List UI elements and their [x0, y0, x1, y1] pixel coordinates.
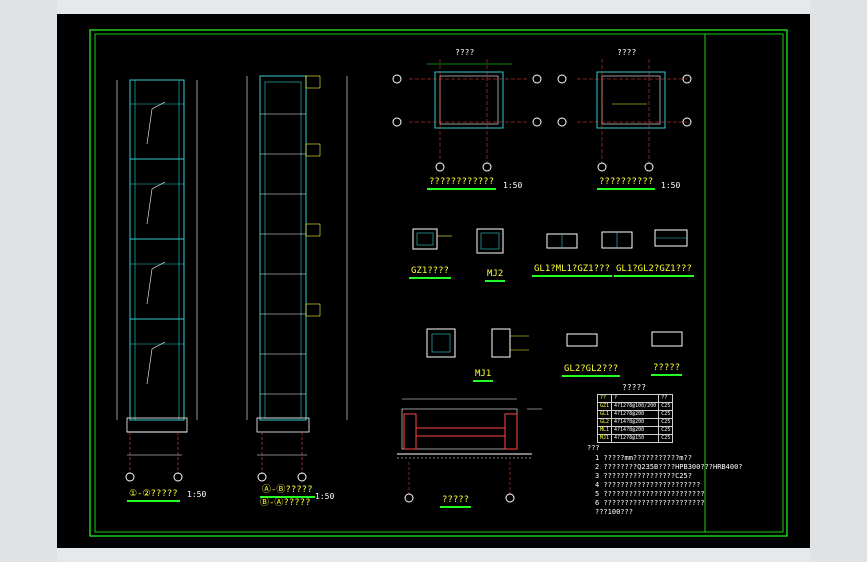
elev-right-title-2: Ⓑ-Ⓐ????? — [260, 498, 311, 508]
details-row-2 — [426, 328, 683, 358]
note-line: 3 ?????????????????C25? — [595, 472, 692, 480]
detail-mj2-title: MJ2 — [485, 269, 506, 282]
foundation-section — [397, 398, 542, 503]
note-line: 5 ???????????????????????? — [595, 490, 705, 498]
foundation-title: ????? — [440, 495, 472, 508]
drawing-border — [89, 29, 788, 537]
drawing-inner-border — [94, 33, 784, 533]
plan2-title: ?????????? — [597, 177, 656, 190]
drawing-canvas[interactable]: ①-②????? 1:50 Ⓐ-Ⓑ????? Ⓑ-Ⓐ????? 1:50 ???… — [57, 14, 810, 548]
elev-left-title: ①-②????? — [127, 489, 180, 502]
table-row: ????? — [596, 394, 674, 403]
elev-right-title: Ⓐ-Ⓑ????? — [260, 485, 315, 498]
plan-2 — [557, 59, 692, 172]
table-title: ????? — [622, 383, 647, 392]
plan1-top-label: ???? — [455, 48, 475, 57]
cad-drawing — [89, 29, 788, 537]
plan1-title: ???????????? — [427, 177, 497, 190]
window-margin-right — [810, 0, 867, 562]
elev-left-scale: 1:50 — [187, 490, 207, 499]
detail-gz1-title: GZ1???? — [409, 266, 451, 279]
plan-1 — [392, 59, 542, 172]
detail-gl1b-title: GL1?GL2?GZ1??? — [614, 264, 694, 277]
detail-mj1-title: MJ1 — [473, 369, 494, 382]
elev-right-scale: 1:50 — [315, 492, 335, 501]
elevation-right — [246, 75, 348, 482]
note-line: 6 ???????????????????????? — [595, 499, 705, 507]
elevation-left — [116, 79, 198, 482]
plan2-top-label: ???? — [617, 48, 637, 57]
window-margin-left — [0, 0, 57, 562]
note-line: ???100??? — [595, 508, 633, 516]
plan1-scale: 1:50 — [503, 181, 523, 190]
details-row-1 — [412, 228, 688, 254]
note-line: ??? — [587, 444, 600, 452]
note-line: 4 ??????????????????????? — [595, 481, 701, 489]
note-line: 2 ????????Q235B????HPB300???HRB400? — [595, 463, 743, 471]
plan2-scale: 1:50 — [661, 181, 681, 190]
note-line: 1 ?????mm???????????m?? — [595, 454, 692, 462]
detail-gl1-title: GL1?ML1?GZ1??? — [532, 264, 612, 277]
detail-last-title: ????? — [651, 363, 683, 376]
detail-gl2-title: GL2?GL2??? — [562, 364, 621, 377]
